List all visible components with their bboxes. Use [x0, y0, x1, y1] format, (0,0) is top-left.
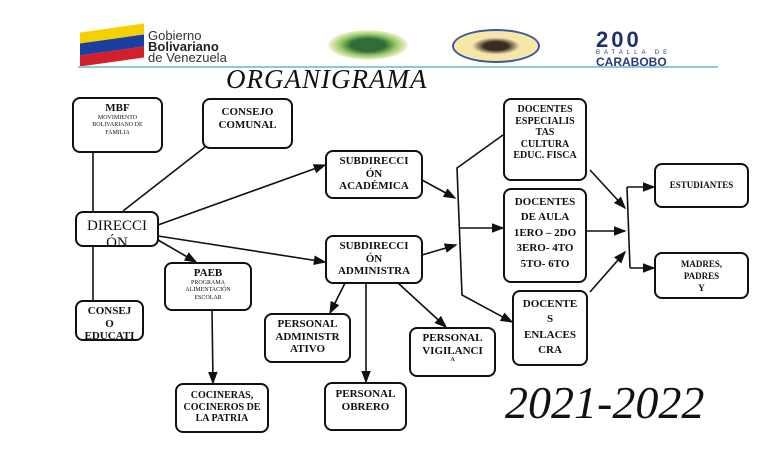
box-mbf: MBF MOVIMIENTO BOLIVARIANO DE FAMILIA: [72, 97, 163, 153]
box-line: ATIVO: [289, 343, 326, 356]
box-line: CONSEJO: [221, 106, 274, 118]
box-line: O: [105, 317, 114, 330]
box-line: ÓN: [365, 252, 383, 265]
box-docentes-aula: DOCENTES DE AULA 1ERO – 2DO 3ERO- 4TO 5TO- 6…: [503, 188, 587, 283]
box-line: ADMINISTRA: [337, 265, 411, 278]
box-line: CRA: [538, 344, 562, 357]
box-line: DOCENTE: [522, 298, 578, 310]
bicentenario-carabobo-logo: 200 BATALLA DE CARABOBO: [596, 27, 672, 69]
box-line: PADRES: [683, 271, 720, 282]
box-line: LA PATRIA: [195, 413, 249, 424]
box-subtitle: MOVIMIENTO: [97, 114, 138, 121]
box-line: COCINEROS DE: [183, 401, 261, 413]
box-line: SUBDIRECCI: [339, 155, 409, 167]
box-line: DOCENTES: [517, 104, 573, 115]
box-line: S: [546, 313, 554, 326]
box-title: MBF: [105, 102, 130, 114]
box-line: DE AULA: [520, 211, 570, 224]
school-year: 2021-2022: [505, 377, 705, 428]
box-line: MADRES,: [680, 259, 723, 269]
box-line: PERSONAL: [335, 388, 396, 400]
box-subtitle: PROGRAMA: [190, 279, 225, 286]
box-line: ESPECIALIS: [515, 115, 575, 127]
box-line: A: [450, 357, 455, 364]
box-subtitle: BOLIVARIANO DE: [92, 122, 143, 129]
box-line: 3ERO- 4TO: [516, 242, 574, 255]
box-line: PERSONAL: [277, 318, 338, 330]
box-subtitle: ALIMENTACIÓN: [185, 287, 231, 294]
box-line: ESTUDIANTES: [669, 180, 734, 190]
box-line: DOCENTES: [514, 196, 576, 208]
box-line: PERSONAL: [422, 332, 483, 344]
box-docentes-enlaces: DOCENTE S ENLACES CRA: [512, 290, 588, 366]
box-line: COMUNAL: [218, 118, 277, 131]
box-line: Y: [698, 283, 705, 294]
box-line: COCINERAS,: [190, 390, 254, 401]
school-seal-logo: [452, 29, 540, 63]
box-subtitle: FAMILIA: [105, 130, 130, 137]
ministry-seal-logo: [328, 30, 408, 60]
page-title: ORGANIGRAMA: [226, 64, 428, 94]
box-line: CULTURA: [520, 138, 570, 150]
box-paeb: PAEB PROGRAMA ALIMENTACIÓN ESCOLAR: [164, 262, 252, 311]
box-line: ÓN: [365, 167, 383, 180]
box-line: VIGILANCI: [422, 344, 483, 357]
box-line: EDUC. FISCA: [513, 150, 577, 161]
box-line: ÓN: [106, 235, 128, 247]
box-line: DIRECCI: [87, 218, 147, 234]
box-line: 1ERO – 2DO: [513, 226, 577, 239]
box-line: ENLACES: [524, 328, 576, 341]
box-line: ADMINISTR: [275, 330, 340, 343]
box-subtitle: ESCOLAR: [194, 295, 222, 302]
box-line: OBRERO: [341, 400, 390, 413]
box-line: TAS: [535, 127, 555, 138]
box-line: 5TO- 6TO: [520, 257, 570, 270]
header-divider: [78, 66, 718, 68]
box-line: CONSEJ: [87, 305, 132, 317]
box-line: EDUCATI: [84, 330, 135, 341]
box-title: PAEB: [193, 267, 223, 279]
box-estudiantes: ESTUDIANTES: [654, 163, 749, 208]
box-line: ACADÉMICA: [339, 180, 409, 193]
box-line: SUBDIRECCI: [339, 240, 409, 252]
